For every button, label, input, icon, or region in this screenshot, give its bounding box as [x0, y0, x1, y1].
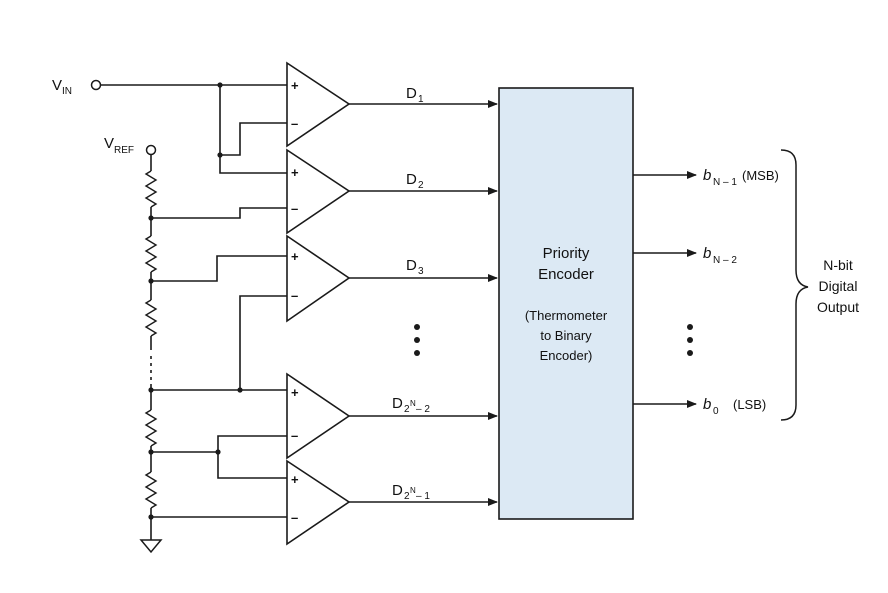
comparator-n-minus-1: + – D 2 N – 1	[286, 459, 498, 546]
vin-subscript: IN	[62, 86, 72, 97]
minus-sign: –	[291, 201, 298, 216]
vref-terminal: V REF	[104, 135, 157, 156]
encoder-desc-line2: to Binary	[540, 328, 592, 343]
dn1-subscript: 2	[404, 491, 410, 502]
minus-sign: –	[291, 428, 298, 443]
dn1-tail: – 1	[416, 491, 430, 502]
junction-dot	[148, 514, 154, 520]
plus-sign: +	[291, 78, 299, 93]
b-label: b	[703, 167, 711, 184]
curly-brace-icon	[780, 149, 809, 421]
tap-wire	[217, 452, 287, 479]
msb-subscript: N – 1	[713, 177, 737, 188]
plus-sign: +	[291, 165, 299, 180]
junction-dot	[148, 278, 154, 284]
junction-dot	[148, 215, 154, 221]
d2-subscript: 2	[418, 180, 424, 191]
encoder-desc-line3: Encoder)	[540, 348, 593, 363]
dn1-superscript: N	[410, 486, 416, 495]
ladder-taps	[148, 207, 287, 520]
vin-terminal: V IN	[52, 77, 102, 97]
comparator-n-minus-2: + – D 2 N – 2	[286, 372, 498, 460]
msb-tag: (MSB)	[742, 168, 779, 183]
encoder-title-line1: Priority	[543, 245, 590, 262]
lsb-subscript: 0	[713, 406, 719, 417]
minus-sign: –	[291, 510, 298, 525]
d1-subscript: 1	[418, 94, 424, 105]
comparator-triangle	[286, 234, 351, 323]
comparator-triangle	[286, 372, 351, 460]
dn2-label: D	[392, 395, 403, 412]
vin-bus	[101, 82, 287, 174]
junction-dot	[217, 82, 223, 88]
tap-wire	[151, 207, 287, 219]
resistor-icon	[144, 471, 158, 509]
minus-sign: –	[291, 116, 298, 131]
comparator-1: + – D 1	[286, 61, 498, 148]
dn2-tail: – 2	[416, 404, 430, 415]
encoder-desc-line1: (Thermometer	[525, 308, 608, 323]
dn2-subscript: 2	[404, 404, 410, 415]
output-ellipsis	[687, 324, 693, 356]
comparator-triangle	[286, 61, 351, 148]
vin-bus-wire-1b	[220, 122, 287, 156]
encoder-title-line2: Encoder	[538, 266, 594, 283]
output-n-minus-2: b N – 2	[633, 245, 737, 266]
brace-label-line2: Digital	[819, 278, 858, 294]
plus-sign: +	[291, 385, 299, 400]
resistor-icon	[144, 409, 158, 447]
tap-wire	[151, 435, 287, 453]
resistor-ladder	[144, 155, 158, 540]
comparator-triangle	[286, 148, 351, 235]
brace-label-line3: Output	[817, 299, 859, 315]
b-label: b	[703, 396, 711, 413]
junction-dot	[215, 449, 221, 455]
output-msb: b N – 1 (MSB)	[633, 167, 779, 188]
vref-subscript: REF	[114, 145, 134, 156]
vref-label: V	[104, 135, 114, 152]
dn2-superscript: N	[410, 399, 416, 408]
plus-sign: +	[291, 249, 299, 264]
comparator-triangle	[286, 459, 351, 546]
output-brace: N-bit Digital Output	[780, 149, 859, 421]
vin-bus-wire-2	[219, 85, 287, 174]
d3-label: D	[406, 257, 417, 274]
vin-node	[90, 79, 102, 91]
resistor-icon	[144, 235, 158, 273]
minus-sign: –	[291, 288, 298, 303]
comparator-ellipsis	[414, 324, 420, 356]
d1-label: D	[406, 85, 417, 102]
plus-sign: +	[291, 472, 299, 487]
dn1-label: D	[392, 482, 403, 499]
vref-node	[145, 144, 157, 156]
ground-icon	[139, 539, 163, 554]
junction-dot	[237, 387, 243, 393]
brace-label-line1: N-bit	[823, 257, 853, 273]
tap-wire	[151, 255, 287, 282]
lsb-tag: (LSB)	[733, 397, 766, 412]
output-lsb: b 0 (LSB)	[633, 396, 766, 417]
tap-wire	[239, 295, 287, 390]
resistor-icon	[144, 170, 158, 208]
junction-dot	[217, 152, 223, 158]
d3-subscript: 3	[418, 266, 424, 277]
b-label: b	[703, 245, 711, 262]
n2-subscript: N – 2	[713, 255, 737, 266]
comparator-2: + – D 2	[286, 148, 498, 235]
resistor-icon	[144, 299, 158, 337]
junction-dot	[148, 449, 154, 455]
comparator-3: + – D 3	[286, 234, 498, 323]
vin-label: V	[52, 77, 62, 94]
d2-label: D	[406, 171, 417, 188]
encoder-box	[498, 87, 634, 520]
priority-encoder-block: Priority Encoder (Thermometer to Binary …	[498, 87, 634, 520]
junction-dot	[148, 387, 154, 393]
